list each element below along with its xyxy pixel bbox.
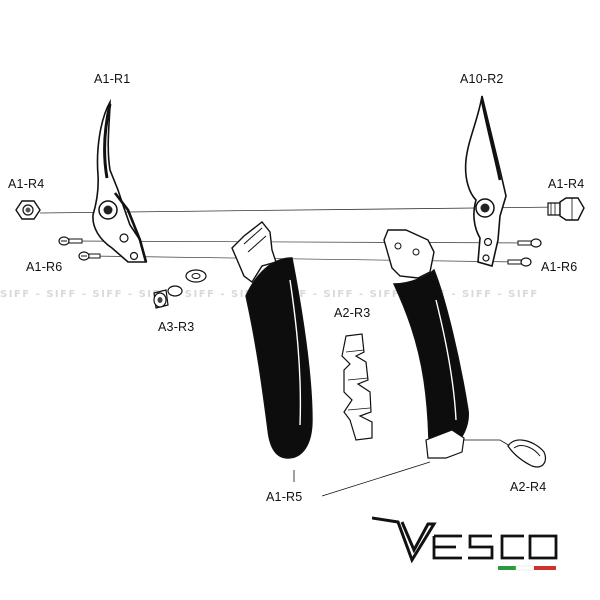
- leader-handle-right: [321, 461, 431, 497]
- blade-left: [92, 98, 148, 263]
- label-blade-left: A1-R1: [94, 72, 131, 86]
- label-spring: A2-R3: [334, 306, 371, 320]
- label-washer-set: A3-R3: [158, 320, 195, 334]
- latch: [464, 439, 547, 468]
- pivot-axis-line: [39, 206, 561, 214]
- label-screws-left: A1-R6: [26, 260, 63, 274]
- bolt-right: [547, 197, 585, 221]
- handle-left: [231, 221, 313, 459]
- screw-left-upper: [58, 236, 83, 246]
- screw-right-lower: [507, 257, 532, 267]
- nut-left: [15, 200, 41, 220]
- label-screws-right: A1-R6: [541, 260, 578, 274]
- screw-right-upper: [517, 238, 542, 248]
- label-handles: A1-R5: [266, 490, 303, 504]
- screw-axis-line-lower: [89, 255, 521, 263]
- brand-logo: [371, 516, 572, 583]
- blade-right: [464, 95, 507, 268]
- screw-axis-line-upper: [69, 240, 531, 244]
- handle-right: [383, 229, 469, 459]
- label-latch: A2-R4: [510, 480, 547, 494]
- label-bolt-right: A1-R4: [548, 177, 585, 191]
- label-blade-right: A10-R2: [460, 72, 504, 86]
- spring: [341, 333, 373, 441]
- screw-left-lower: [78, 251, 101, 261]
- label-nut-left: A1-R4: [8, 177, 45, 191]
- washer-set: [153, 269, 207, 309]
